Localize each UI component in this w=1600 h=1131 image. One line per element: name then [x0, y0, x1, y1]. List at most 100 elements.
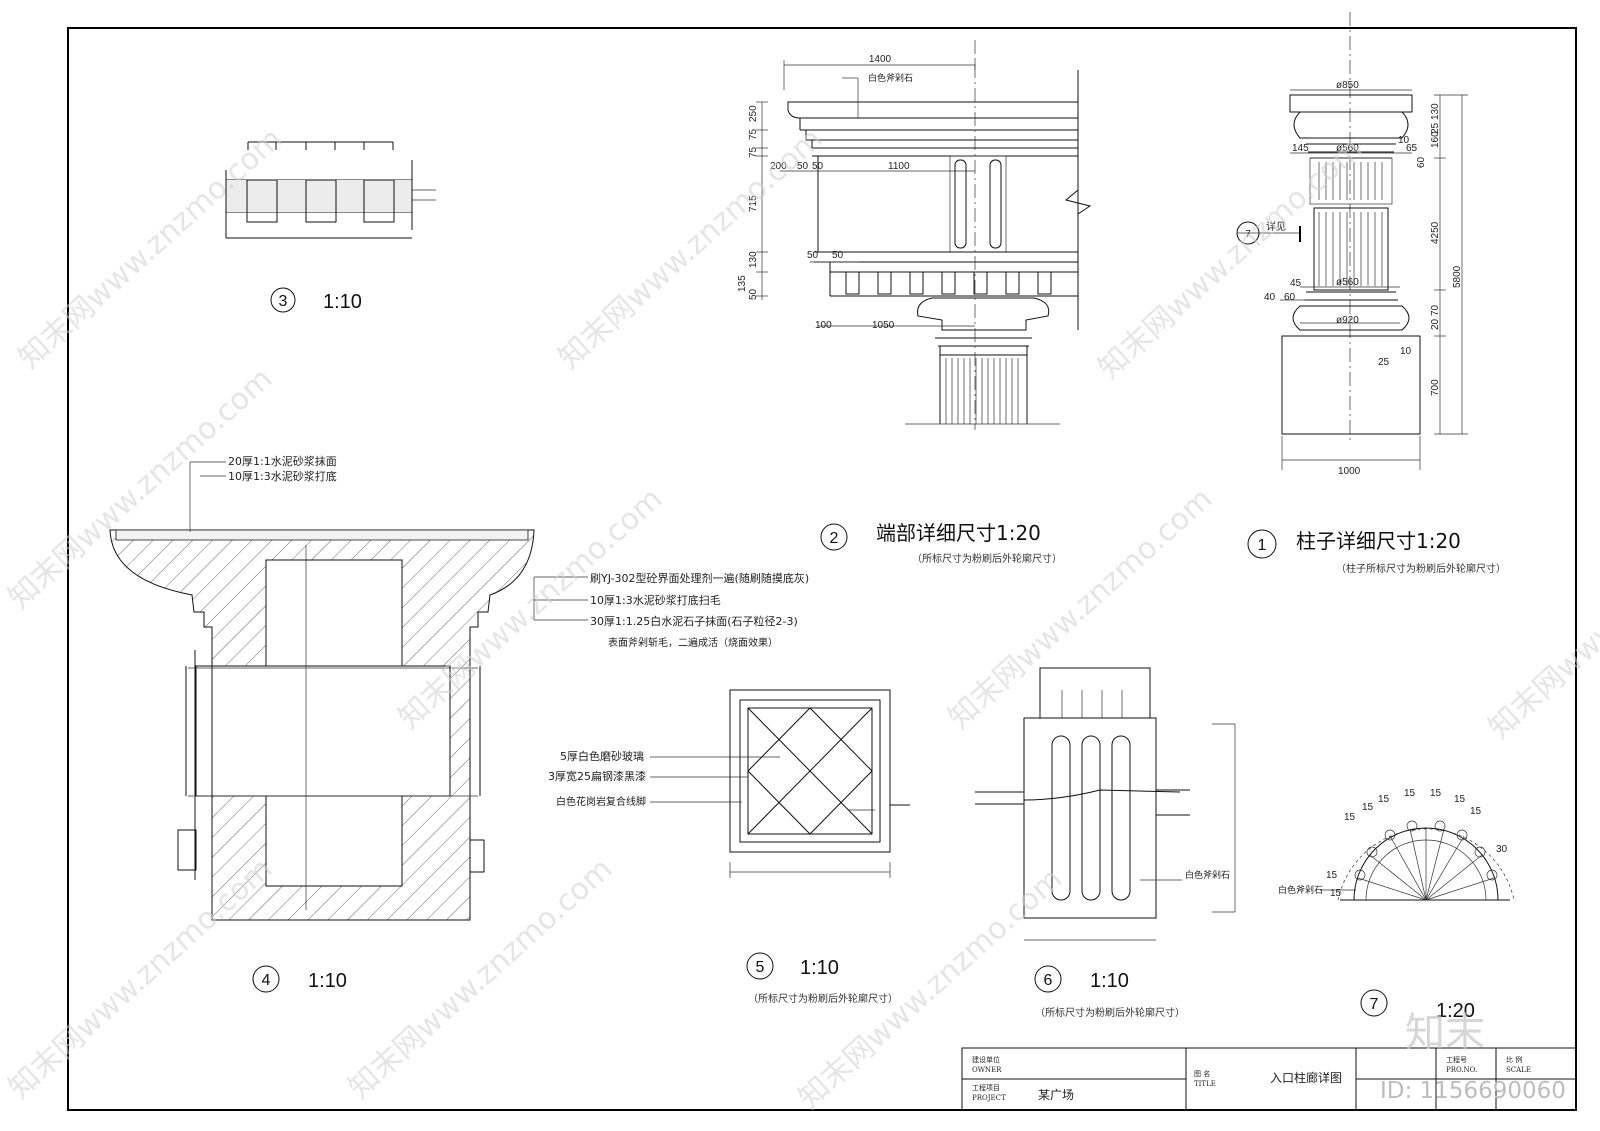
d1-dim-5800: 5800	[1452, 265, 1463, 288]
watermark-7: 知末网www.znzmo.com	[1482, 491, 1600, 746]
detail-1-marker: 1	[1258, 537, 1267, 554]
detail-4-drawing	[109, 461, 588, 921]
d1-dim-60: 60	[1284, 292, 1296, 303]
d1-dim-560b: ø560	[1336, 277, 1359, 288]
detail-6-note: （所标尺寸为粉刷后外轮廓尺寸）	[1035, 1006, 1185, 1019]
detail-2-title: 端部详细尺寸1:20	[876, 521, 1041, 545]
detail-7-marker: 7	[1370, 996, 1379, 1013]
sheet-border	[67, 27, 1577, 1111]
d2-dim-200: 200	[770, 161, 787, 172]
d2-dim-100: 100	[815, 320, 832, 331]
d1-dim-560a: ø560	[1336, 143, 1359, 154]
detail-1-note: （柱子所标尺寸为粉刷后外轮廓尺寸）	[1336, 562, 1506, 575]
d1-dim-10: 10	[1398, 135, 1410, 146]
d2-dim-50d: 50	[807, 250, 819, 261]
d1-dim-70: 70	[1430, 304, 1441, 316]
d4-note-1: 20厚1:1水泥砂浆抹面	[228, 454, 337, 468]
d2-dim-50b: 50	[812, 161, 824, 172]
d2-dim-250: 250	[748, 105, 759, 122]
d1-dim-850: ø850	[1336, 80, 1359, 91]
detail-5-drawing	[650, 689, 910, 878]
d1-dim-40: 40	[1264, 292, 1276, 303]
watermark-10: 知末网www.znzmo.com	[792, 861, 1069, 1116]
d7-dim-a: 15	[1344, 812, 1356, 823]
tb-title-value: 入口柱廊详图	[1270, 1070, 1342, 1085]
d2-dim-130: 130	[748, 251, 759, 268]
tb-prjno-en: PRO.NO.	[1446, 1066, 1477, 1074]
d4-note-2: 10厚1:3水泥砂浆打底	[228, 469, 337, 483]
d1-dim-145: 145	[1292, 143, 1309, 154]
d1-callout-marker: 7	[1245, 229, 1251, 240]
detail-4-marker: 4	[262, 972, 271, 989]
detail-6-marker-circle	[1034, 965, 1062, 993]
d5-label-granite: 白色花岗岩复合线脚	[556, 795, 646, 808]
watermark-6: 知末网www.znzmo.com	[942, 481, 1219, 736]
d4-note-4: 10厚1:3水泥砂浆打底扫毛	[590, 593, 721, 607]
detail-2-marker: 2	[830, 530, 839, 547]
detail-1-drawing	[1236, 12, 1468, 470]
tb-scale-cn: 比 例	[1506, 1055, 1522, 1064]
tb-project-cn: 工程项目	[972, 1083, 1000, 1092]
d2-dim-75a: 75	[748, 146, 759, 158]
d2-dim-50c: 50	[748, 288, 759, 300]
tb-scale-en: SCALE	[1506, 1066, 1531, 1074]
d2-dim-1400: 1400	[869, 54, 892, 65]
detail-2-marker-circle	[820, 523, 848, 551]
d7-dim-c: 15	[1378, 794, 1390, 805]
d2-dim-135: 135	[737, 275, 748, 292]
d6-label: 白色斧剁石	[1185, 869, 1230, 881]
detail-7-marker-circle	[1360, 989, 1388, 1017]
d1-dim-20: 20	[1430, 318, 1441, 330]
d2-material-label: 白色斧剁石	[868, 72, 913, 84]
d4-note-6: 表面斧剁斩毛，二遍成活（烧面效果）	[608, 636, 778, 649]
detail-7-scale: 1:20	[1436, 1000, 1475, 1022]
d7-dim-h: 30	[1496, 844, 1508, 855]
d7-dim-g: 15	[1470, 806, 1482, 817]
d1-dim-25b: 25	[1430, 122, 1441, 134]
d7-dim-j: 15	[1330, 888, 1342, 899]
detail-2-note: （所标尺寸为粉刷后外轮廓尺寸）	[912, 552, 1062, 565]
tb-title-en: TITLE	[1194, 1080, 1216, 1088]
watermark-3: 知末网www.znzmo.com	[1092, 131, 1369, 386]
d7-dim-e: 15	[1430, 788, 1442, 799]
d1-dim-920: ø920	[1336, 315, 1359, 326]
title-block	[961, 1047, 1577, 1111]
detail-3-scale: 1:10	[323, 291, 362, 313]
d7-dim-i: 15	[1326, 870, 1338, 881]
watermark-1: 知末网www.znzmo.com	[12, 121, 289, 376]
d1-callout-label: 详见	[1266, 220, 1286, 233]
tb-prjno-cn: 工程号	[1446, 1055, 1467, 1064]
detail-3-drawing	[225, 141, 436, 239]
watermark-8: 知末网www.znzmo.com	[2, 851, 279, 1106]
d2-dim-1050: 1050	[872, 320, 895, 331]
d2-dim-715: 715	[748, 195, 759, 212]
detail-7-drawing	[1320, 820, 1515, 901]
d1-dim-25: 25	[1378, 357, 1390, 368]
d4-note-5: 30厚1:1.25白水泥石子抹面(石子粒径2-3)	[590, 614, 798, 628]
d2-dim-50e: 50	[832, 250, 844, 261]
detail-5-scale: 1:10	[800, 957, 839, 979]
detail-4-marker-circle	[252, 965, 280, 993]
d1-dim-1000: 1000	[1338, 466, 1361, 477]
d7-dim-b: 15	[1362, 802, 1374, 813]
d1-dim-10b: 10	[1400, 346, 1412, 357]
detail-5-marker: 5	[756, 959, 765, 976]
detail-3-marker: 3	[279, 293, 288, 310]
detail-5-note: （所标尺寸为粉刷后外轮廓尺寸）	[748, 992, 898, 1005]
d1-dim-700: 700	[1430, 379, 1441, 396]
detail-3-marker-circle	[270, 287, 296, 313]
detail-6-marker: 6	[1044, 972, 1053, 989]
detail-6-scale: 1:10	[1090, 970, 1129, 992]
d2-dim-1100: 1100	[888, 161, 910, 172]
watermark-brand: 知末	[1405, 1010, 1485, 1056]
d2-dim-50a: 50	[797, 161, 809, 172]
detail-5-marker-circle	[746, 952, 774, 980]
d1-dim-4250: 4250	[1430, 221, 1441, 244]
d7-label: 白色斧剁石	[1278, 884, 1323, 896]
tb-owner-en: OWNER	[972, 1066, 1002, 1074]
d1-dim-65: 65	[1406, 143, 1418, 154]
d1-dim-60b: 60	[1416, 156, 1427, 168]
detail-6-drawing	[975, 667, 1236, 941]
watermark-2: 知末网www.znzmo.com	[552, 121, 829, 376]
